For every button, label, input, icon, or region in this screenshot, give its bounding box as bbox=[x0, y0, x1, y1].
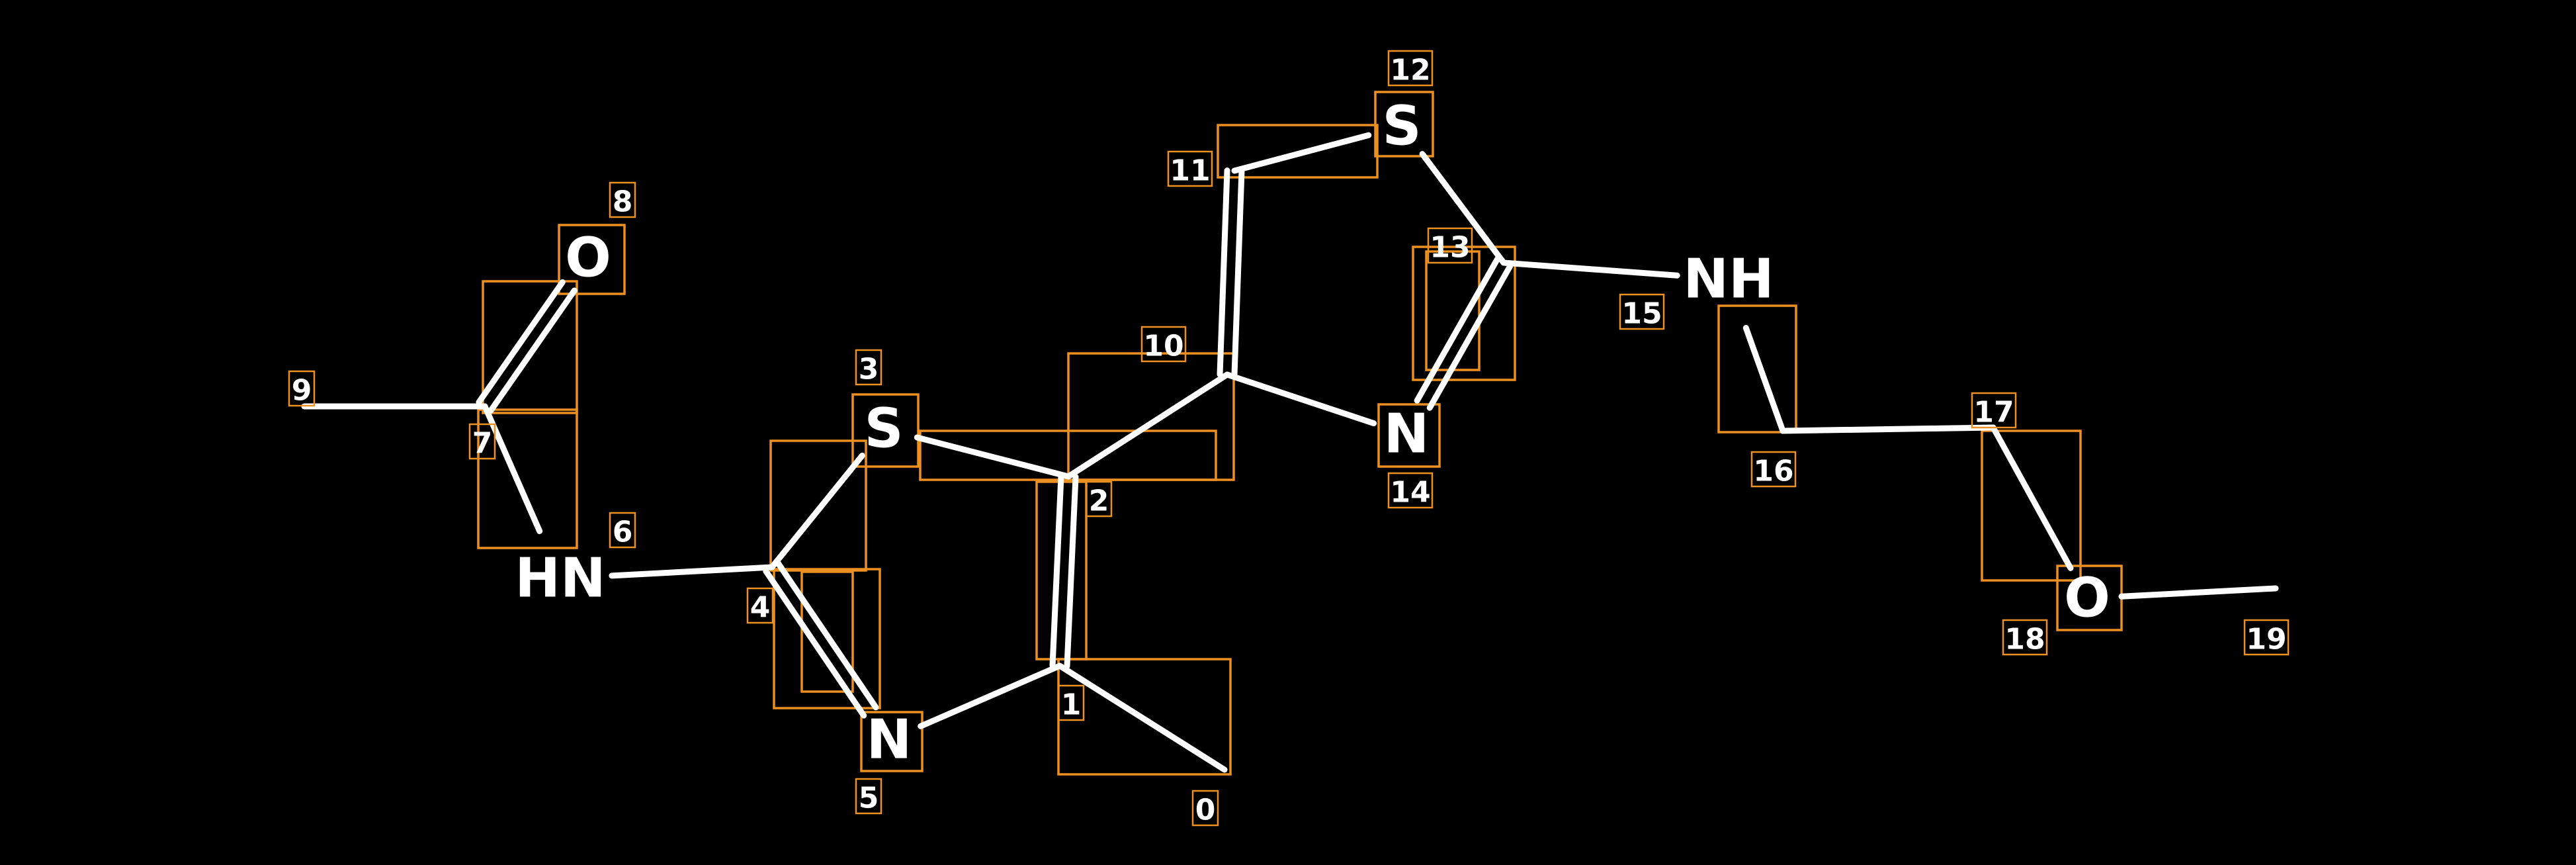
index-label-3: 3 bbox=[859, 353, 879, 387]
box-bond-14-13-outer bbox=[1412, 246, 1516, 381]
bond-10-11-double bbox=[1217, 167, 1230, 378]
box-atom8-O bbox=[558, 224, 626, 295]
index-label-13: 13 bbox=[1430, 231, 1470, 265]
bond-16-17 bbox=[1780, 424, 1996, 434]
index-label-14: 14 bbox=[1390, 476, 1430, 510]
box-atom5-N bbox=[860, 711, 923, 772]
bond-6-4 bbox=[609, 564, 775, 579]
bond-4-3 bbox=[769, 452, 865, 570]
bond-13-15 bbox=[1500, 259, 1680, 279]
bond-7-6 bbox=[482, 403, 543, 535]
box-atom3-S bbox=[851, 393, 920, 468]
atom-symbol-18-O: O bbox=[2064, 567, 2110, 630]
box-bond-7-6 bbox=[477, 408, 578, 549]
index-label-0: 0 bbox=[1195, 794, 1216, 827]
bond-10-11-double bbox=[1231, 167, 1245, 378]
index-label-9: 9 bbox=[292, 374, 312, 408]
atom-symbol-5-N: N bbox=[867, 709, 912, 772]
index-label-box-3 bbox=[855, 349, 882, 386]
index-label-box-14 bbox=[1387, 472, 1434, 509]
bond-4-5-double bbox=[775, 560, 879, 711]
index-label-box-7 bbox=[468, 423, 496, 460]
index-label-box-8 bbox=[609, 181, 636, 218]
index-label-10: 10 bbox=[1143, 330, 1183, 363]
index-label-8: 8 bbox=[613, 185, 633, 219]
box-atom14-N bbox=[1377, 403, 1441, 468]
box-bond-4-5-outer bbox=[773, 568, 881, 709]
index-label-5: 5 bbox=[859, 782, 879, 815]
atom-symbol-3-S: S bbox=[864, 398, 903, 461]
box-bond-4-3 bbox=[769, 439, 867, 572]
index-label-box-17 bbox=[1971, 392, 2017, 429]
atom-symbol-6-HN: HN bbox=[515, 547, 605, 610]
index-label-box-0 bbox=[1191, 790, 1219, 827]
box-atom12-S bbox=[1374, 91, 1434, 158]
bond-2-1-double bbox=[1049, 473, 1064, 669]
index-label-1: 1 bbox=[1061, 688, 1082, 722]
bond-14-13-double bbox=[1426, 263, 1514, 411]
index-label-box-15 bbox=[1619, 293, 1665, 330]
bond-2-1-double bbox=[1064, 473, 1079, 669]
bond-7-8-double bbox=[488, 287, 578, 414]
index-label-15: 15 bbox=[1621, 297, 1662, 331]
index-label-box-16 bbox=[1750, 451, 1797, 488]
index-label-box-13 bbox=[1427, 227, 1473, 264]
index-label-2: 2 bbox=[1089, 484, 1109, 518]
index-label-box-11 bbox=[1167, 150, 1213, 187]
index-label-box-5 bbox=[855, 778, 882, 815]
bond-17-18 bbox=[1990, 424, 2074, 571]
index-label-7: 7 bbox=[472, 427, 493, 461]
bond-3-2 bbox=[914, 434, 1072, 480]
bond-18-19 bbox=[2118, 585, 2279, 600]
index-label-11: 11 bbox=[1170, 154, 1210, 188]
index-label-box-18 bbox=[2002, 619, 2048, 656]
index-label-box-10 bbox=[1140, 326, 1187, 363]
atom-symbol-12-S: S bbox=[1382, 95, 1421, 158]
bond-2-10 bbox=[1065, 371, 1230, 480]
index-label-18: 18 bbox=[2004, 623, 2045, 657]
index-label-box-2 bbox=[1085, 480, 1113, 518]
index-label-box-1 bbox=[1057, 684, 1085, 721]
index-label-4: 4 bbox=[750, 591, 771, 625]
bond-11-12 bbox=[1231, 132, 1372, 174]
bond-7-8-double bbox=[476, 279, 566, 406]
box-bond-2-10 bbox=[1067, 352, 1235, 481]
index-label-box-19 bbox=[2243, 619, 2290, 656]
bond-10-14 bbox=[1224, 371, 1377, 427]
index-label-16: 16 bbox=[1753, 455, 1793, 488]
index-label-box-12 bbox=[1387, 50, 1434, 87]
bond-12-13 bbox=[1419, 151, 1507, 266]
box-bond-4-5-inner bbox=[800, 570, 854, 693]
box-bond-11-12 bbox=[1217, 124, 1379, 179]
bond-4-5-double bbox=[763, 568, 867, 719]
index-label-6: 6 bbox=[613, 516, 633, 549]
index-label-17: 17 bbox=[1973, 396, 2014, 430]
box-bond-15-16 bbox=[1717, 304, 1797, 433]
atom-symbol-14-N: N bbox=[1384, 403, 1430, 466]
box-bond-7-8 bbox=[482, 280, 578, 414]
bond-1-0 bbox=[1056, 662, 1228, 773]
atom-symbol-15-NH: NH bbox=[1683, 248, 1774, 311]
index-label-box-6 bbox=[609, 512, 636, 549]
bond-14-13-double bbox=[1414, 256, 1500, 404]
index-label-box-9 bbox=[288, 370, 316, 407]
bond-5-1 bbox=[918, 662, 1063, 729]
index-label-box-4 bbox=[746, 587, 774, 624]
index-label-19: 19 bbox=[2246, 623, 2286, 657]
box-bond-17-18 bbox=[1981, 430, 2082, 582]
index-label-12: 12 bbox=[1390, 54, 1430, 87]
bond-15-16 bbox=[1742, 324, 1786, 434]
atom-symbol-8-O: O bbox=[565, 227, 611, 290]
